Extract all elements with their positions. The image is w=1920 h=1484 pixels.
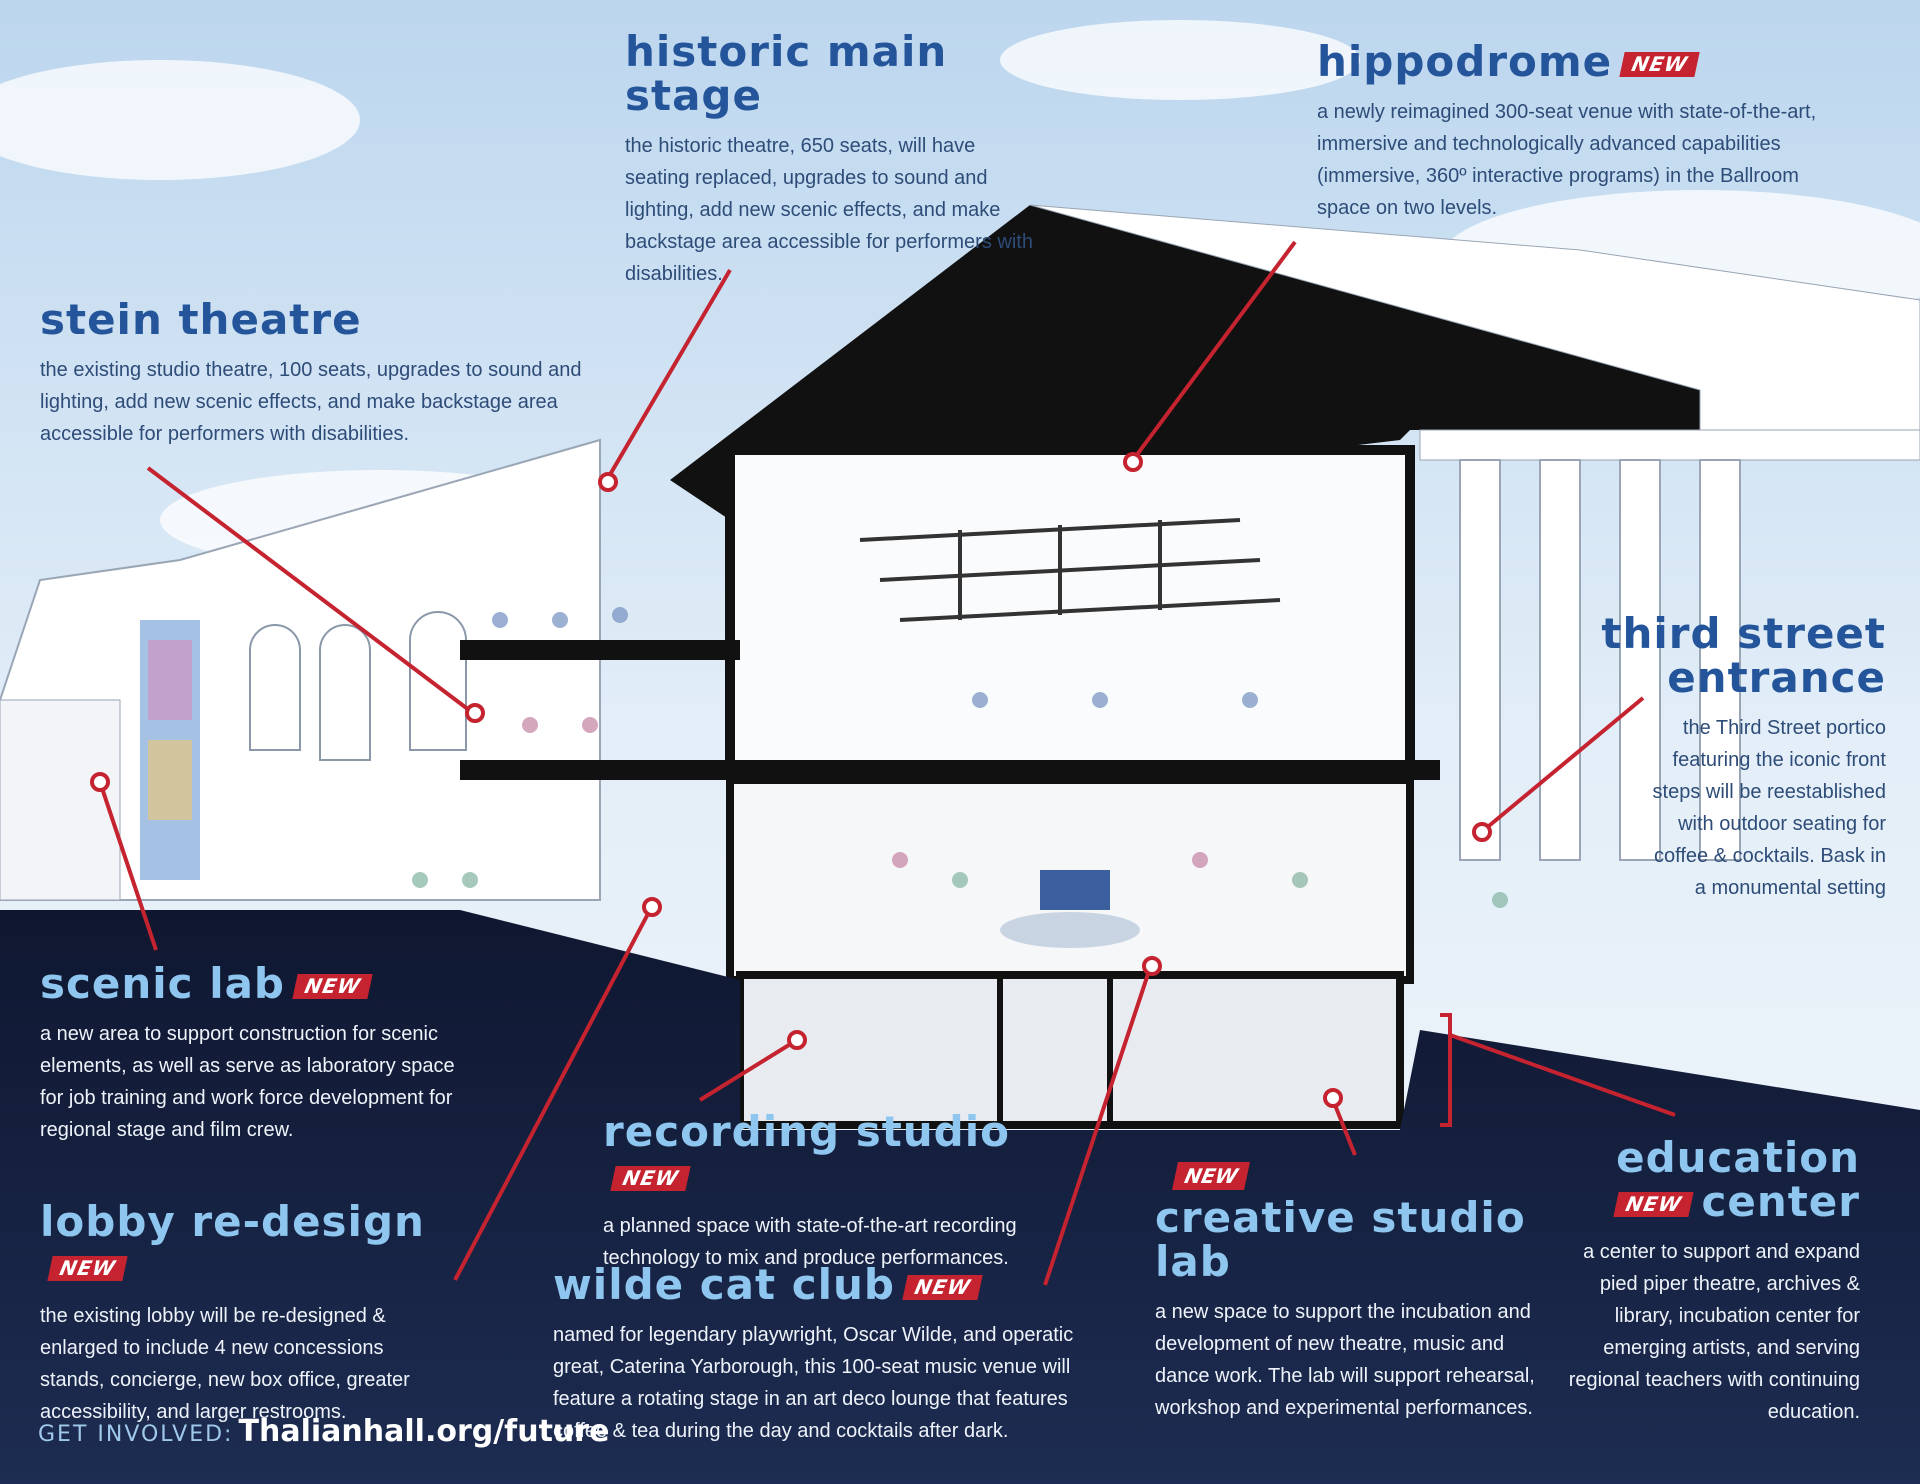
section-description: the existing lobby will be re-designed &… bbox=[40, 1305, 410, 1424]
section-title: recording studio bbox=[603, 1107, 1011, 1156]
section-description: the Third Street portico featuring the i… bbox=[1652, 717, 1886, 900]
section-title: stein theatre bbox=[40, 295, 362, 344]
section-description: the existing studio theatre, 100 seats, … bbox=[40, 359, 582, 446]
section-stein-theatre: stein theatre the existing studio theatr… bbox=[40, 295, 600, 450]
section-title: historic main stage bbox=[625, 27, 948, 121]
section-wilde-cat-club: wilde cat club NEW named for legendary pl… bbox=[553, 1260, 1113, 1447]
section-scenic-lab: scenic lab NEW a new area to support cons… bbox=[40, 959, 480, 1146]
section-description: a new area to support construction for s… bbox=[40, 1023, 455, 1142]
section-title-line1: education bbox=[1616, 1133, 1860, 1182]
section-title: scenic lab bbox=[40, 959, 285, 1008]
section-title-row: scenic lab NEW bbox=[40, 959, 480, 1008]
section-description: a center to support and expand pied pipe… bbox=[1568, 1241, 1860, 1424]
section-title: wilde cat club bbox=[553, 1260, 895, 1309]
new-badge: NEW bbox=[902, 1275, 984, 1300]
leader-lines bbox=[98, 240, 1676, 1286]
section-description: a newly reimagined 300-seat venue with s… bbox=[1317, 101, 1817, 220]
section-third-street-entrance: third street entrance the Third Street p… bbox=[1560, 609, 1886, 904]
new-badge: NEW bbox=[610, 1166, 692, 1192]
new-badge: NEW bbox=[47, 1256, 129, 1282]
get-involved-footer: GET INVOLVED: Thalianhall.org/future bbox=[38, 1414, 609, 1449]
future-link[interactable]: Thalianhall.org/future bbox=[238, 1414, 610, 1449]
new-badge: NEW bbox=[292, 974, 374, 999]
section-description: the historic theatre, 650 seats, will ha… bbox=[625, 135, 1033, 286]
section-title-line2: center bbox=[1701, 1177, 1860, 1227]
section-title-row: lobby re-designNEW bbox=[40, 1197, 440, 1288]
new-badge-row: NEW bbox=[1155, 1162, 1555, 1190]
section-lobby-redesign: lobby re-designNEW the existing lobby wi… bbox=[40, 1197, 440, 1428]
section-title-line2: entrance bbox=[1667, 653, 1886, 703]
building bbox=[0, 204, 1920, 1129]
section-recording-studio: recording studioNEW a planned space with… bbox=[603, 1107, 1073, 1274]
section-description: a new space to support the incubation an… bbox=[1155, 1301, 1535, 1420]
section-description: a planned space with state-of-the-art re… bbox=[603, 1215, 1017, 1270]
section-title-row: wilde cat club NEW bbox=[553, 1260, 1113, 1309]
new-badge: NEW bbox=[1613, 1192, 1695, 1218]
section-title: lobby re-design bbox=[40, 1197, 425, 1246]
new-badge: NEW bbox=[1172, 1162, 1251, 1190]
section-creative-studio-lab: NEW creative studio lab a new space to s… bbox=[1155, 1162, 1555, 1424]
ground-section bbox=[0, 910, 1920, 1484]
section-description: named for legendary playwright, Oscar Wi… bbox=[553, 1324, 1074, 1443]
section-title: creative studio lab bbox=[1155, 1193, 1526, 1287]
marker-circles bbox=[90, 452, 1492, 1108]
section-historic-main-stage: historic main stage the historic theatre… bbox=[625, 27, 1045, 290]
get-involved-label: GET INVOLVED: bbox=[38, 1422, 234, 1447]
section-title: hippodrome bbox=[1317, 37, 1613, 86]
section-title-line1: third street bbox=[1601, 609, 1886, 658]
new-badge: NEW bbox=[1619, 52, 1701, 77]
section-title-row: recording studioNEW bbox=[603, 1107, 1073, 1198]
